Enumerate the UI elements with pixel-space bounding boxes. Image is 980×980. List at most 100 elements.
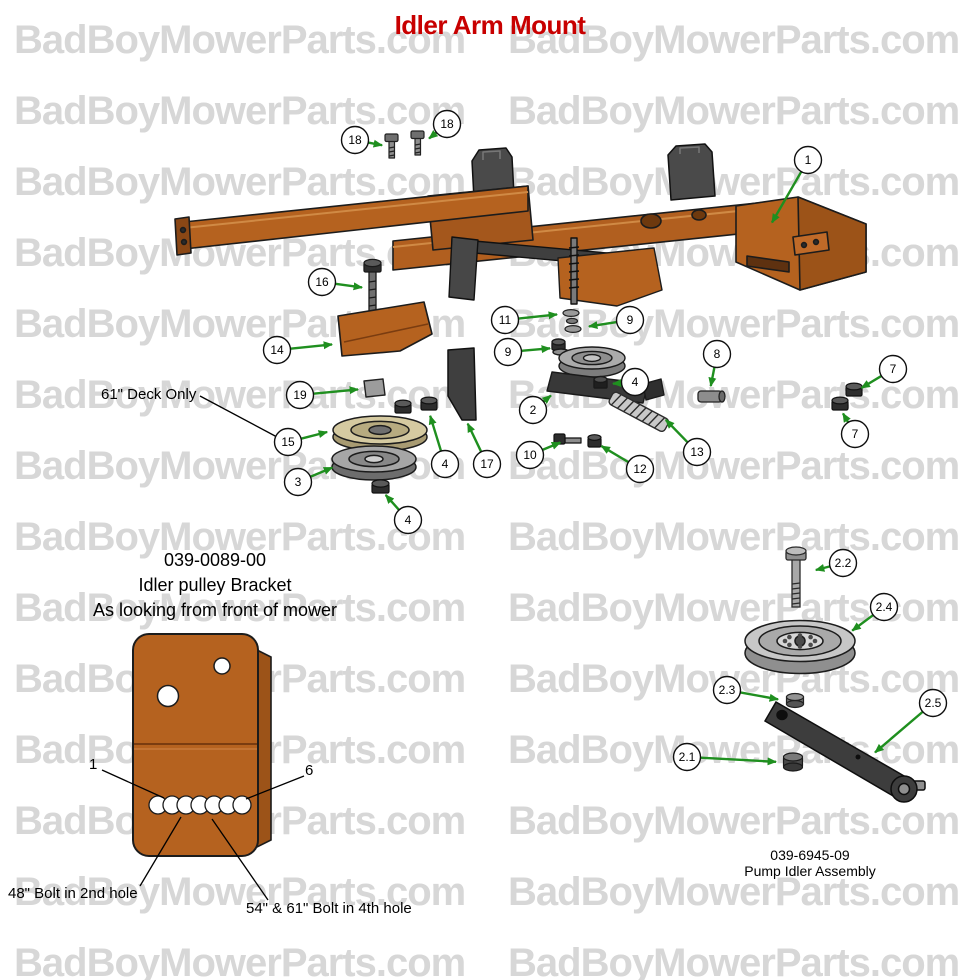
svg-text:18: 18 bbox=[348, 133, 362, 147]
flange-nuts-7 bbox=[831, 382, 863, 411]
spacer-plate-19 bbox=[363, 378, 386, 398]
watermark-text: BadBoyMowerParts.com bbox=[508, 18, 960, 62]
tower-bracket-right bbox=[667, 143, 716, 201]
svg-text:2.4: 2.4 bbox=[876, 600, 893, 614]
bracket-item-6-label: 6 bbox=[305, 762, 314, 779]
callout-11: 11 bbox=[490, 305, 559, 335]
callout-17: 17 bbox=[466, 422, 502, 479]
main-assembly bbox=[174, 130, 867, 494]
bracket-inset-caption: 039-0089-00 Idler pulley Bracket As look… bbox=[35, 548, 395, 623]
watermark-text: BadBoyMowerParts.com bbox=[14, 160, 466, 204]
callout-18: 18 bbox=[428, 109, 462, 140]
leader-lines bbox=[101, 395, 305, 901]
svg-text:7: 7 bbox=[890, 362, 897, 376]
watermark-text: BadBoyMowerParts.com bbox=[14, 89, 466, 133]
watermark-text: BadBoyMowerParts.com bbox=[508, 160, 960, 204]
bracket-bolt-holes bbox=[148, 795, 252, 815]
callout-12: 12 bbox=[600, 445, 655, 484]
idler-pulley-bracket-drawing bbox=[132, 633, 272, 857]
bracket-part-number: 039-0089-00 bbox=[163, 550, 267, 570]
svg-text:4: 4 bbox=[405, 513, 412, 527]
callout-4: 4 bbox=[428, 414, 460, 479]
svg-text:18: 18 bbox=[440, 117, 454, 131]
pump-idler-assembly-drawing bbox=[744, 546, 926, 803]
callout-2.1: 2.1 bbox=[672, 742, 778, 772]
spacer-tube-8 bbox=[697, 390, 726, 403]
pump-pulley-icon bbox=[744, 619, 856, 675]
callout-9: 9 bbox=[493, 337, 552, 367]
svg-text:3: 3 bbox=[295, 475, 302, 489]
svg-text:9: 9 bbox=[627, 313, 634, 327]
pump-idler-caption: 039-6945-09 Pump Idler Assembly bbox=[700, 847, 920, 879]
svg-text:2.5: 2.5 bbox=[925, 696, 942, 710]
bolt-16-icon bbox=[363, 258, 382, 315]
watermark-text: BadBoyMowerParts.com bbox=[14, 870, 466, 914]
bracket-name: Idler pulley Bracket bbox=[138, 575, 292, 595]
frame-front-rail bbox=[174, 185, 534, 256]
callout-2.3: 2.3 bbox=[712, 675, 780, 705]
extension-spring-13 bbox=[608, 391, 670, 433]
watermark-text: BadBoyMowerParts.com bbox=[508, 870, 960, 914]
svg-text:12: 12 bbox=[633, 462, 647, 476]
idler-pulley-15 bbox=[332, 415, 428, 452]
callout-19: 19 bbox=[285, 380, 360, 410]
svg-text:7: 7 bbox=[852, 427, 859, 441]
callout-2.4: 2.4 bbox=[851, 592, 899, 632]
deck-note-line bbox=[199, 395, 278, 438]
watermark-text: BadBoyMowerParts.com bbox=[14, 18, 466, 62]
callout-16: 16 bbox=[307, 267, 364, 297]
flange-bolt-4 bbox=[371, 479, 390, 494]
svg-text:9: 9 bbox=[505, 345, 512, 359]
bracket-item-1-label: 1 bbox=[89, 756, 98, 773]
leader-line bbox=[211, 818, 269, 901]
callout-1: 1 bbox=[770, 145, 823, 224]
watermark-text: BadBoyMowerParts.com bbox=[508, 89, 960, 133]
svg-text:2.1: 2.1 bbox=[679, 750, 696, 764]
watermark-text: BadBoyMowerParts.com bbox=[508, 941, 960, 980]
pump-part-number: 039-6945-09 bbox=[770, 847, 850, 863]
svg-text:2.2: 2.2 bbox=[835, 556, 852, 570]
svg-text:19: 19 bbox=[293, 388, 307, 402]
pump-spacer-icon bbox=[785, 692, 805, 709]
callout-3: 3 bbox=[283, 466, 334, 497]
callout-7: 7 bbox=[860, 354, 908, 389]
pump-idler-arm-icon bbox=[763, 700, 926, 803]
nut-12-icon bbox=[587, 434, 602, 448]
callout-14: 14 bbox=[262, 335, 334, 365]
leader-line bbox=[101, 769, 165, 799]
callout-10: 10 bbox=[515, 440, 562, 470]
bolt-note-54-61: 54" & 61" Bolt in 4th hole bbox=[246, 900, 412, 917]
bolt-18-left-icon bbox=[384, 133, 399, 159]
leader-line bbox=[245, 775, 305, 800]
mount-bracket-14 bbox=[337, 301, 433, 357]
callout-4: 4 bbox=[384, 494, 423, 535]
svg-text:11: 11 bbox=[499, 313, 512, 327]
svg-text:17: 17 bbox=[480, 457, 494, 471]
callout-2.5: 2.5 bbox=[874, 688, 948, 754]
pump-bolt-icon bbox=[785, 546, 807, 608]
callout-2: 2 bbox=[518, 394, 552, 425]
bolt-note-48: 48" Bolt in 2nd hole bbox=[8, 885, 138, 902]
svg-text:2: 2 bbox=[530, 403, 537, 417]
watermark-text: BadBoyMowerParts.com bbox=[14, 373, 466, 417]
washer-stack-9-11 bbox=[562, 309, 582, 334]
watermark-text: BadBoyMowerParts.com bbox=[508, 799, 960, 843]
watermark-text: BadBoyMowerParts.com bbox=[508, 515, 960, 559]
pump-nut-icon bbox=[782, 752, 804, 772]
watermark-text: BadBoyMowerParts.com bbox=[508, 302, 960, 346]
pump-name: Pump Idler Assembly bbox=[744, 863, 876, 879]
svg-text:1: 1 bbox=[805, 153, 812, 167]
callout-2.2: 2.2 bbox=[814, 548, 858, 578]
svg-text:4: 4 bbox=[632, 375, 639, 389]
svg-text:10: 10 bbox=[523, 448, 537, 462]
watermark-text: BadBoyMowerParts.com bbox=[508, 444, 960, 488]
svg-text:8: 8 bbox=[714, 347, 721, 361]
frame-right-bracket bbox=[735, 196, 867, 291]
page-title: Idler Arm Mount bbox=[394, 10, 586, 40]
callout-8: 8 bbox=[702, 339, 732, 388]
idler-spindle-assembly bbox=[546, 338, 665, 404]
